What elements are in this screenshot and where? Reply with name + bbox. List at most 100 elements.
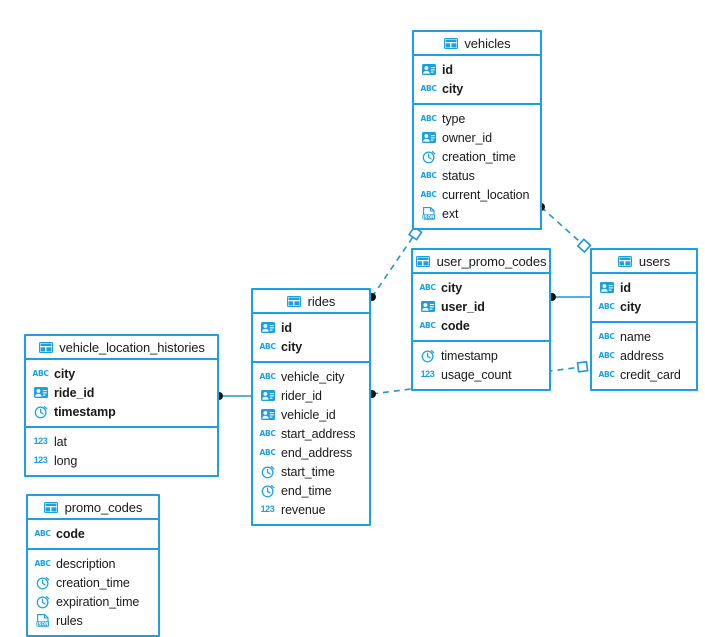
field-name: id	[620, 280, 631, 295]
relationship-vlh-rides[interactable]	[215, 392, 251, 400]
field-row[interactable]: ABC end_address	[253, 443, 369, 462]
table-grid-icon	[416, 254, 431, 269]
clock-icon	[260, 464, 275, 479]
field-row[interactable]: id	[414, 60, 540, 79]
table-grid-icon	[44, 500, 59, 515]
id-card-icon	[421, 130, 436, 145]
field-name: end_address	[281, 445, 353, 460]
abc-text-icon: ABC	[598, 369, 615, 379]
field-row[interactable]: JSON ext	[414, 204, 540, 223]
json-document-icon: JSON	[421, 206, 436, 221]
clock-icon	[260, 483, 275, 498]
field-name: code	[441, 318, 470, 333]
table-header-users[interactable]: users	[592, 250, 696, 274]
field-row[interactable]: id	[253, 318, 369, 337]
id-card-icon	[421, 62, 436, 77]
field-name: city	[281, 339, 303, 354]
abc-text-icon: ABC	[34, 528, 51, 538]
abc-text-icon: ABC	[259, 447, 276, 457]
table-header-vehicle_location_histories[interactable]: vehicle_location_histories	[26, 336, 217, 360]
abc-text-icon: ABC	[420, 189, 437, 199]
id-card-icon	[420, 299, 435, 314]
field-name: city	[620, 299, 642, 314]
field-name: user_id	[441, 299, 485, 314]
field-row[interactable]: end_time	[253, 481, 369, 500]
field-row[interactable]: expiration_time	[28, 592, 158, 611]
svg-text:JSON: JSON	[422, 215, 435, 220]
field-name: type	[442, 111, 466, 126]
field-name: id	[442, 62, 453, 77]
field-row[interactable]: id	[592, 278, 696, 297]
table-grid-icon	[38, 340, 53, 355]
field-name: start_address	[281, 426, 356, 441]
table-header-user_promo_codes[interactable]: user_promo_codes	[413, 250, 549, 274]
field-row[interactable]: timestamp	[26, 402, 217, 421]
relationship-user_promo_codes-users[interactable]	[548, 293, 590, 301]
field-row[interactable]: start_time	[253, 462, 369, 481]
table-title: rides	[307, 293, 336, 309]
field-row[interactable]: timestamp	[413, 346, 549, 365]
field-row[interactable]: ABC city	[592, 297, 696, 316]
table-title: users	[638, 253, 671, 269]
table-title: vehicle_location_histories	[59, 339, 205, 355]
field-name: vehicle_city	[281, 369, 345, 384]
table-header-rides[interactable]: rides	[253, 290, 369, 314]
id-card-icon	[33, 385, 48, 400]
table-header-promo_codes[interactable]: promo_codes	[28, 496, 158, 520]
field-row[interactable]: vehicle_id	[253, 405, 369, 424]
field-row[interactable]: owner_id	[414, 128, 540, 147]
field-name: ext	[442, 206, 459, 221]
field-name: id	[281, 320, 292, 335]
field-row[interactable]: rider_id	[253, 386, 369, 405]
field-row[interactable]: creation_time	[414, 147, 540, 166]
field-row[interactable]: user_id	[413, 297, 549, 316]
abc-text-icon: ABC	[32, 368, 49, 378]
field-row[interactable]: creation_time	[28, 573, 158, 592]
field-name: lat	[54, 434, 67, 449]
clock-icon	[420, 348, 435, 363]
id-card-icon	[260, 320, 275, 335]
relationship-vehicles-users[interactable]	[537, 203, 592, 254]
clock-icon	[33, 404, 48, 419]
table-header-vehicles[interactable]: vehicles	[414, 32, 540, 56]
table-grid-icon	[618, 254, 633, 269]
table-grid-icon	[443, 36, 458, 51]
field-name: status	[442, 168, 475, 183]
clock-icon	[35, 594, 50, 609]
abc-text-icon: ABC	[598, 301, 615, 311]
field-name: start_time	[281, 464, 335, 479]
field-row[interactable]: ride_id	[26, 383, 217, 402]
field-name: end_time	[281, 483, 332, 498]
field-name: owner_id	[442, 130, 492, 145]
